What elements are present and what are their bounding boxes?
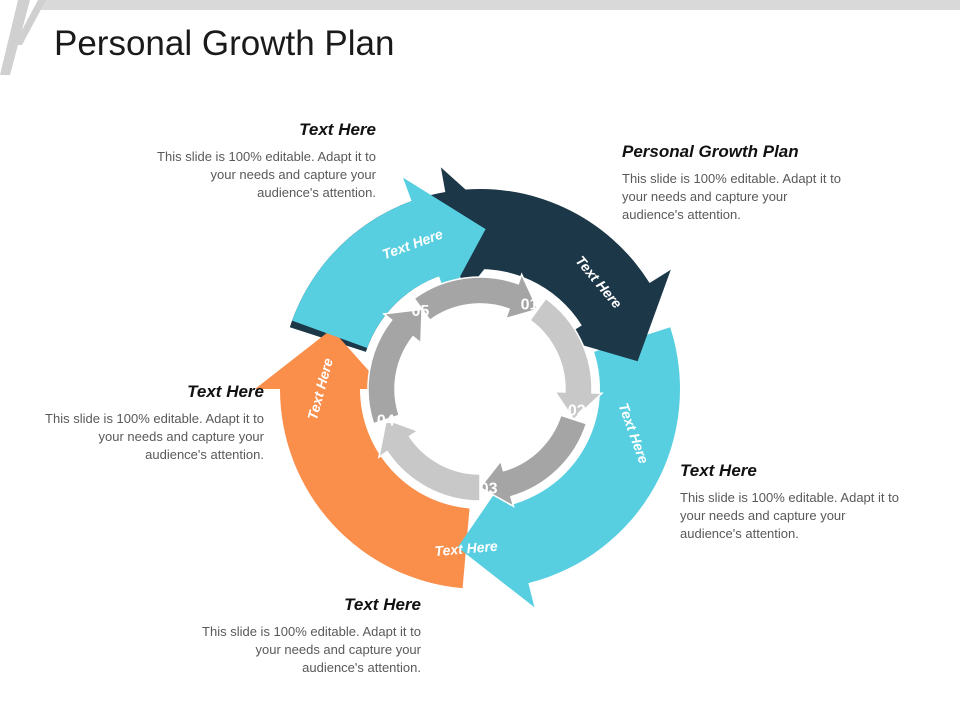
arrow-segment-bottom	[255, 329, 470, 589]
callout-title: Text Here	[344, 595, 421, 614]
inner-arrow-4	[377, 418, 481, 502]
arrow-segment-top	[292, 177, 486, 348]
step-number-03: 03	[480, 481, 498, 498]
step-number-02: 02	[568, 403, 586, 420]
ring-label: Text Here	[434, 538, 499, 559]
inner-arrow-2	[528, 297, 604, 421]
callout-title: Text Here	[187, 382, 264, 401]
inner-arrow-1	[413, 272, 539, 322]
callout-left: Text Here This slide is 100% editable. A…	[34, 382, 264, 464]
callout-body: This slide is 100% editable. Adapt it to…	[45, 411, 264, 462]
top-bar	[40, 0, 960, 10]
outer-ring	[255, 167, 681, 608]
callout-body: This slide is 100% editable. Adapt it to…	[202, 624, 421, 675]
step-number-05: 05	[412, 303, 430, 320]
callout-body: This slide is 100% editable. Adapt it to…	[680, 490, 899, 541]
callout-bottom-right: Text Here This slide is 100% editable. A…	[680, 461, 910, 543]
callout-title: Text Here	[680, 461, 757, 480]
corner-stripes-decoration	[0, 0, 46, 75]
callout-body: This slide is 100% editable. Adapt it to…	[157, 149, 376, 200]
step-number-04: 04	[377, 413, 395, 430]
step-number-01: 01	[521, 296, 539, 313]
callout-title: Text Here	[299, 120, 376, 139]
slide-title: Personal Growth Plan	[54, 24, 395, 63]
inner-arrow-3	[478, 414, 588, 508]
callout-title: Personal Growth Plan	[622, 142, 799, 161]
inner-ring: 01 02 03 04 05	[367, 272, 604, 508]
callout-top-left: Text Here This slide is 100% editable. A…	[146, 120, 376, 202]
callout-top-right: Personal Growth Plan This slide is 100% …	[622, 142, 852, 224]
arrow-segment-bottom-right	[457, 327, 681, 608]
arrow-segment-top-right	[452, 188, 671, 362]
callout-body: This slide is 100% editable. Adapt it to…	[622, 171, 841, 222]
callout-bottom: Text Here This slide is 100% editable. A…	[191, 595, 421, 677]
inner-arrow-5	[367, 308, 423, 425]
